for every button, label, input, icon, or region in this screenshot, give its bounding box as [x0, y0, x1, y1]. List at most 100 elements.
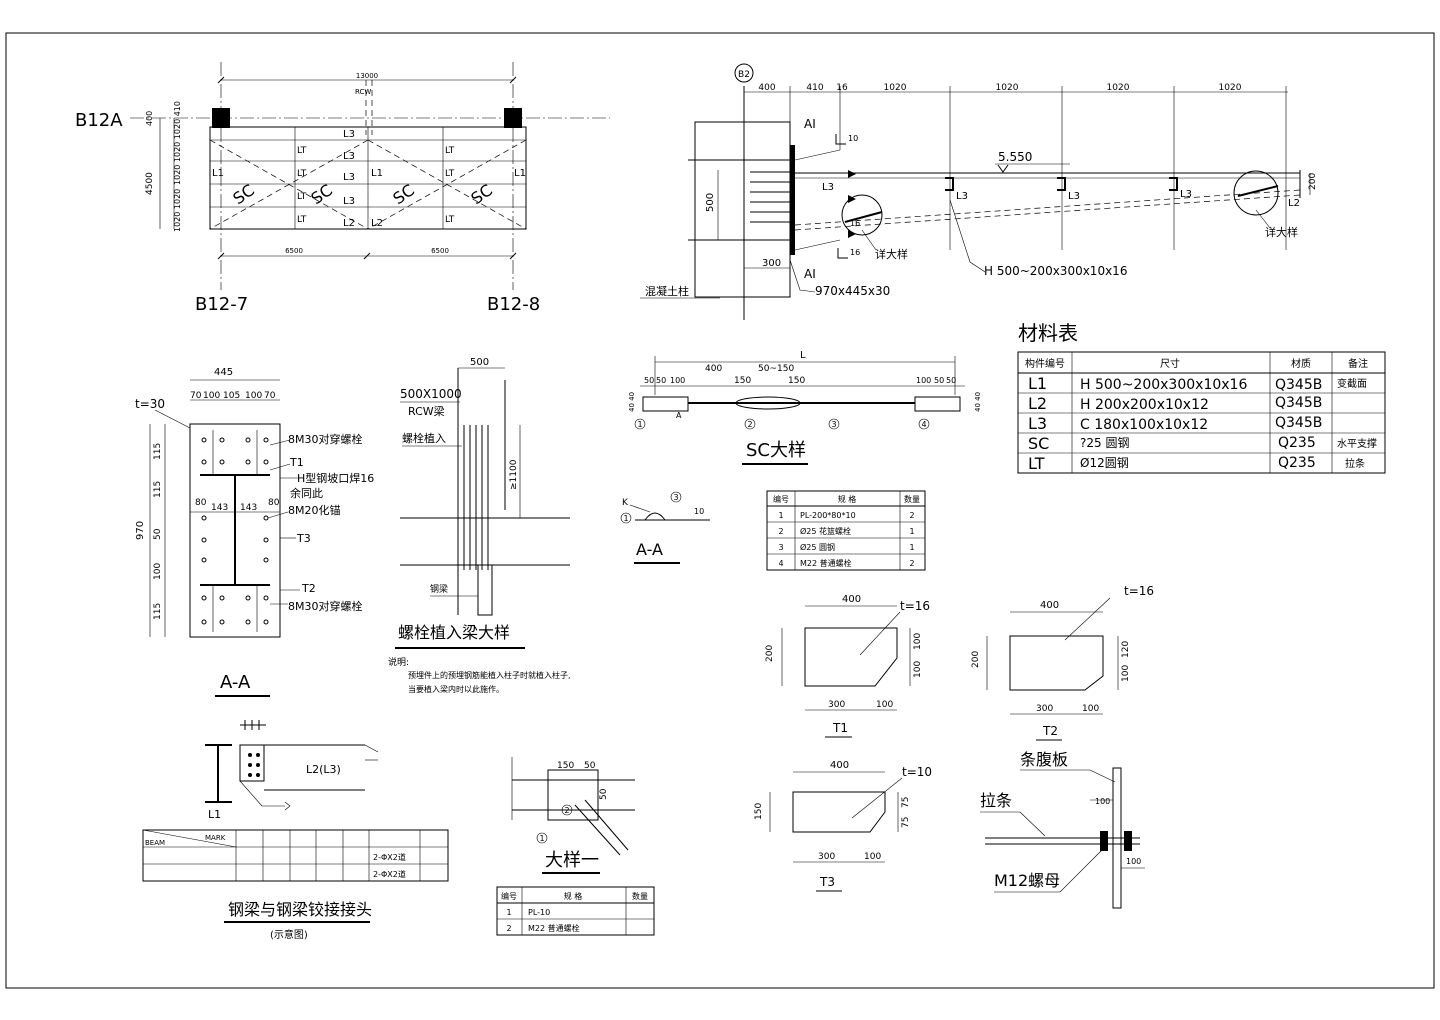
plan-label: L3	[343, 151, 355, 162]
sc-callout: 1	[637, 420, 642, 429]
detail-ref-right: 详大样	[1265, 225, 1298, 239]
aa-note: 余同此	[290, 486, 323, 500]
plan-dim-4500: 4500	[145, 172, 155, 195]
section-l3: L3	[1180, 189, 1192, 200]
bolt-group	[201, 437, 269, 625]
sc-table-cell: Ø25 圆钢	[800, 542, 835, 552]
aa-small-section: K 3 1 10 A-A	[620, 491, 710, 564]
detail1-table-cell: PL-10	[528, 908, 550, 917]
rebar-label: 钢梁	[430, 583, 448, 595]
aa-side-dim: 100	[153, 563, 163, 580]
aa-side-dim: 115	[153, 443, 163, 460]
t1-width: 400	[842, 594, 861, 605]
sc-table-header: 规 格	[838, 494, 857, 504]
plan-label: L3	[343, 196, 355, 207]
sc-dim: 100	[916, 376, 931, 385]
detail1-dim: 50	[584, 761, 596, 771]
bolt-depth: ≥1100	[509, 459, 519, 490]
material-cell: L3	[1028, 414, 1047, 433]
concrete-column-label: 混凝土柱	[645, 284, 689, 298]
joint-table-cell: 2-ΦX2道	[373, 869, 406, 879]
aa-top-dim: 100	[203, 391, 220, 401]
plan-label: LT	[445, 169, 455, 179]
aa-thickness: t=30	[135, 397, 165, 411]
beam-rcw: RCW梁	[408, 404, 445, 418]
section-dim-500: 500	[705, 193, 716, 212]
detail1-dim: 150	[557, 761, 574, 771]
t2-thickness: t=16	[1124, 584, 1154, 598]
aa-side-dim: 50	[153, 528, 163, 540]
sc-detail: L 400 50~150 50 50 100 150 150 100 50 50…	[628, 350, 982, 465]
sc-table-cell: 3	[778, 543, 783, 552]
t3-label: T3	[819, 875, 835, 889]
section-dim: 1020	[996, 83, 1019, 93]
plan-dim-stack-top: 1020 1020 1020 410	[173, 101, 182, 185]
aa-note: T1	[289, 456, 304, 469]
plan-label: LT	[297, 192, 307, 202]
t3-height: 150	[754, 803, 764, 820]
aa-note: 8M30对穿螺栓	[288, 432, 363, 446]
section-l3: L3	[956, 191, 968, 202]
section-dim-200: 200	[1308, 173, 1318, 190]
t3-b2: 100	[864, 852, 881, 862]
sc-dim: 150	[734, 376, 751, 386]
plan-label: LT	[297, 146, 307, 156]
aa-note: 8M20化锚	[288, 503, 341, 517]
sc-callout: 4	[921, 420, 926, 429]
t1-label: T1	[832, 721, 848, 735]
bolt-beam-note-label: 说明:	[388, 656, 409, 668]
plan-label: L1	[371, 168, 383, 179]
section-dim: 400	[758, 83, 775, 93]
aa-side-dim: 115	[153, 603, 163, 620]
purlin-web-label: 条腹板	[1020, 750, 1068, 769]
beam-joint-detail: L1 L2(L3) MARK BEAM 2-ΦX2道 2-ΦX2道 钢梁与钢梁铰…	[142, 720, 449, 941]
aa-mid-dim: 80	[268, 498, 280, 508]
section-dim: 1020	[884, 83, 907, 93]
section-plate-dim: 10	[848, 134, 858, 143]
column-right	[504, 108, 522, 128]
material-cell: Q235	[1278, 435, 1316, 451]
column-left	[212, 108, 230, 128]
plan-dim-right: 6500	[431, 247, 449, 255]
aa-small-callout: 3	[673, 493, 678, 502]
sc-title: SC大样	[746, 440, 806, 461]
aa-height: 970	[135, 521, 146, 540]
sc-dim: 50	[946, 376, 956, 385]
plan-label: L3	[343, 172, 355, 183]
section-plate-dim: 16	[850, 219, 860, 228]
section-elevation: 5.550	[998, 150, 1032, 164]
sc-callout: 2	[747, 420, 752, 429]
aa-top-dim: 70	[190, 391, 202, 401]
base-plate	[189, 423, 281, 638]
grid-label-b12a: B12A	[75, 110, 123, 131]
sc-dim: 50~150	[758, 364, 794, 374]
material-cell: Q345B	[1275, 415, 1322, 431]
aa-top-dim: 100	[245, 391, 262, 401]
t2-width: 400	[1040, 600, 1059, 611]
bolt-beam-dim-500: 500	[470, 357, 489, 368]
sc-dim: 400	[705, 364, 722, 374]
section-view: B2 400 410 16 1020 1020 1020 1020 AI AI …	[640, 63, 1318, 320]
material-header: 备注	[1348, 357, 1368, 370]
sc-table-cell: 4	[778, 559, 783, 568]
plan-label: L2	[371, 218, 383, 229]
t1-height: 200	[765, 645, 775, 662]
sc-parts-table: 编号 规 格 数量 1 PL-200*80*10 2 2 Ø25 花篮螺栓 1 …	[766, 490, 926, 571]
material-header: 尺寸	[1160, 357, 1180, 370]
section-ai-top: AI	[804, 117, 816, 131]
joint-table-beam: BEAM	[145, 839, 165, 847]
sc-table-header: 编号	[773, 494, 789, 504]
material-cell: 变截面	[1337, 377, 1367, 390]
t3-r1: 75	[901, 797, 911, 808]
section-dim: 410	[806, 83, 823, 93]
t3-thickness: t=10	[902, 765, 932, 779]
detail1-table-header: 编号	[501, 891, 517, 901]
beam-size: 500X1000	[400, 387, 462, 401]
section-dim: 1020	[1219, 83, 1242, 93]
material-cell: L2	[1028, 394, 1047, 413]
plan-dim-total: 13000	[356, 72, 378, 80]
section-l3: L3	[822, 182, 834, 193]
aa-side-dim: 115	[153, 481, 163, 498]
material-cell: 水平支撑	[1337, 437, 1377, 450]
sc-dim: 50	[934, 376, 944, 385]
